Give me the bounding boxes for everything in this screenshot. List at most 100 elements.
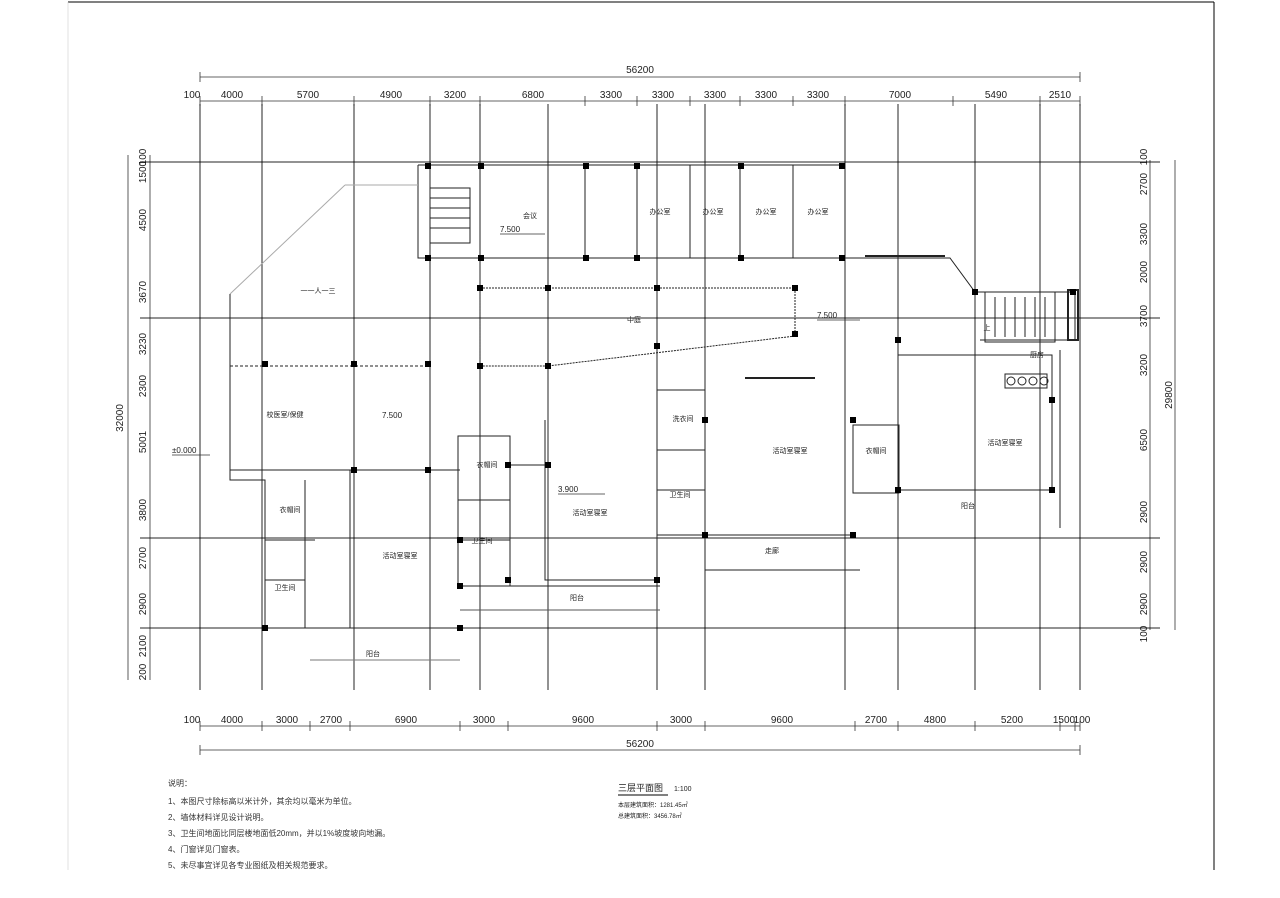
structural-column xyxy=(702,532,708,538)
structural-column xyxy=(505,462,511,468)
drawing-title: 三层平面图 xyxy=(618,783,663,793)
dim-left-segment: 3670 xyxy=(138,280,149,303)
structural-column xyxy=(654,285,660,291)
structural-column xyxy=(351,467,357,473)
dim-right-segment: 3300 xyxy=(1139,222,1150,245)
structural-column xyxy=(850,532,856,538)
dim-right-total: 29800 xyxy=(1164,381,1175,409)
dim-bottom-segment: 3000 xyxy=(473,715,496,726)
room-toilet-2: 卫生间 xyxy=(472,536,493,545)
room-storage-3: 衣帽间 xyxy=(280,505,301,514)
structural-column xyxy=(634,255,640,261)
structural-column xyxy=(1049,487,1055,493)
structural-column xyxy=(545,462,551,468)
dim-bottom-segment: 2700 xyxy=(865,715,888,726)
dim-top-segment: 3300 xyxy=(755,90,778,101)
dim-right-segment: 100 xyxy=(1139,148,1150,165)
structural-column xyxy=(425,361,431,367)
note-4: 4、门窗详见门窗表。 xyxy=(168,844,244,854)
structural-column xyxy=(792,285,798,291)
dim-top-segment: 4900 xyxy=(380,90,403,101)
dim-left-segment: 2900 xyxy=(138,592,149,615)
room-toilet-3: 卫生间 xyxy=(275,583,296,592)
dim-right-segment: 2900 xyxy=(1139,592,1150,615)
dim-top-segment: 3200 xyxy=(444,90,467,101)
structural-column xyxy=(262,625,268,631)
drawing-scale: 1:100 xyxy=(674,786,692,793)
dim-left-total: 32000 xyxy=(115,404,126,432)
dim-right-segment: 2900 xyxy=(1139,550,1150,573)
area-line-2: 总建筑面积：3456.78㎡ xyxy=(618,812,682,820)
note-3: 3、卫生间地面比同层楼地面低20mm，并以1%坡度坡向地漏。 xyxy=(168,828,390,838)
structural-column xyxy=(545,363,551,369)
dim-bottom-segment: 5200 xyxy=(1001,715,1024,726)
dim-bottom-segment: 6900 xyxy=(395,715,418,726)
structural-column xyxy=(505,577,511,583)
structural-column xyxy=(457,583,463,589)
dim-top-segment: 3300 xyxy=(600,90,623,101)
structural-column xyxy=(351,361,357,367)
axis-grid xyxy=(140,104,1160,690)
structural-column xyxy=(702,417,708,423)
dim-left-segment: 4500 xyxy=(138,208,149,231)
level-mark-3: 7.500 xyxy=(817,311,838,320)
dim-left-segment: 3800 xyxy=(138,498,149,521)
dim-right-segment: 2000 xyxy=(1139,260,1150,283)
dim-bottom-segment: 3000 xyxy=(670,715,693,726)
room-multi-space: 一一人一三 xyxy=(301,287,336,295)
dim-right-segment: 2900 xyxy=(1139,500,1150,523)
note-5: 5、未尽事宜详见各专业图纸及相关规范要求。 xyxy=(168,860,332,870)
room-corridor: 走廊 xyxy=(765,546,779,555)
dim-top-segment: 3300 xyxy=(807,90,830,101)
dim-top-segment: 3300 xyxy=(652,90,675,101)
room-office-3: 办公室 xyxy=(756,207,777,216)
dim-bottom-segment: 9600 xyxy=(572,715,595,726)
room-activity-3: 活动室寝室 xyxy=(773,446,808,455)
room-labels: 会议 办公室 办公室 办公室 办公室 一一人一三 中庭 校医室/保健 活动室寝室… xyxy=(267,207,1044,658)
structural-column xyxy=(654,343,660,349)
dim-bottom-segment: 2700 xyxy=(320,715,343,726)
title-block: 三层平面图 1:100 本层建筑面积：1281.45㎡ 总建筑面积：3456.7… xyxy=(618,783,692,820)
dim-top-segment: 4000 xyxy=(221,90,244,101)
room-office-2: 办公室 xyxy=(703,207,724,216)
dim-top-segment: 6800 xyxy=(522,90,545,101)
dim-top-segment: 3300 xyxy=(704,90,727,101)
left-dimension-chain: 1001500450036703230230050013800270029002… xyxy=(138,148,151,680)
structural-column xyxy=(478,255,484,261)
dim-bottom-segment: 9600 xyxy=(771,715,794,726)
structural-column xyxy=(583,255,589,261)
room-office-1: 办公室 xyxy=(650,207,671,216)
dim-bottom-total: 56200 xyxy=(626,739,654,750)
dim-top-segment: 5700 xyxy=(297,90,320,101)
structural-column xyxy=(895,487,901,493)
structural-column xyxy=(457,537,463,543)
level-mark-2: 7.500 xyxy=(382,411,403,420)
structural-column xyxy=(654,577,660,583)
structural-column xyxy=(425,255,431,261)
note-2: 2、墙体材料详见设计说明。 xyxy=(168,812,268,822)
dim-left-segment: 200 xyxy=(138,663,149,680)
dim-bottom-segment: 4000 xyxy=(221,715,244,726)
structural-column xyxy=(972,289,978,295)
room-activity-2: 活动室寝室 xyxy=(573,508,608,517)
top-total-dimension: 56200 xyxy=(199,65,1081,82)
room-office-4: 办公室 xyxy=(808,207,829,216)
right-dimension-chain: 1002700330020003700320065002900290029001… xyxy=(1139,148,1151,642)
structural-column xyxy=(839,163,845,169)
structural-column xyxy=(545,285,551,291)
note-1: 1、本图尺寸除标高以米计外，其余均以毫米为单位。 xyxy=(168,796,356,806)
notes-heading: 说明： xyxy=(168,778,192,788)
dim-right-segment: 3200 xyxy=(1139,353,1150,376)
room-meeting: 会议 xyxy=(523,211,537,220)
structural-column xyxy=(1070,289,1076,295)
room-toilet-1: 卫生间 xyxy=(670,490,691,499)
level-marks: 7.500 7.500 7.500 3.900 ±0.000 xyxy=(172,225,860,495)
design-notes: 说明： 1、本图尺寸除标高以米计外，其余均以毫米为单位。 2、墙体材料详见设计说… xyxy=(168,778,390,870)
dim-left-segment: 2700 xyxy=(138,546,149,569)
dim-right-segment: 6500 xyxy=(1139,428,1150,451)
room-balcony-3: 阳台 xyxy=(961,501,975,510)
room-storage-2: 衣帽间 xyxy=(866,446,887,455)
dim-left-segment: 5001 xyxy=(138,430,149,453)
